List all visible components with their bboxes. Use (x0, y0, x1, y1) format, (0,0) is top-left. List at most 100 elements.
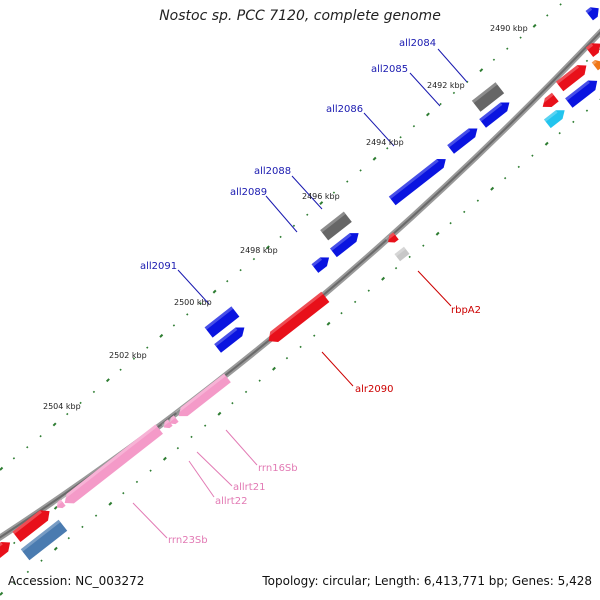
track-dot (13, 541, 16, 545)
track-dot (67, 536, 70, 540)
leader-all2086 (363, 112, 395, 147)
track-dot (52, 422, 57, 427)
gene-all2091[interactable] (204, 306, 240, 338)
track-dot (359, 169, 362, 172)
gene-cyan-edge[interactable] (543, 106, 568, 129)
gene-label-rrn16Sb[interactable]: rrn16Sb (258, 463, 298, 474)
leader-allrt21 (196, 451, 233, 487)
track-dot (585, 59, 589, 63)
gene-rrn16Sb[interactable] (175, 373, 231, 421)
track-dot (172, 324, 176, 327)
label-leaders (132, 48, 468, 539)
track-dot (81, 525, 84, 529)
leader-all2085 (409, 72, 441, 107)
track-dot (199, 302, 202, 305)
gene-allrt21[interactable] (167, 415, 179, 426)
gene-red-lower[interactable] (12, 506, 53, 543)
track-dot (26, 570, 30, 574)
track-dot (108, 501, 113, 506)
track-dot (226, 280, 229, 283)
gene-all2088[interactable] (320, 211, 352, 241)
gene-rrn23Sb[interactable] (61, 424, 163, 507)
gene-orange-edge[interactable] (591, 58, 600, 71)
track-dot (217, 411, 222, 416)
track-dot (0, 591, 4, 596)
gene-label-all2085[interactable]: all2085 (371, 64, 408, 75)
track-dot (239, 268, 242, 272)
track-dot (203, 424, 207, 427)
track-dot (231, 401, 234, 405)
gene-label-all2086[interactable]: all2086 (326, 104, 363, 115)
gene-steel-blue[interactable] (20, 519, 68, 561)
track-dot (490, 186, 495, 191)
tick-label: 2504 kbp (43, 402, 81, 411)
track-dot (252, 257, 256, 261)
gene-label-allrt21[interactable]: allrt21 (233, 482, 265, 493)
track-dot (313, 334, 316, 337)
gene-red-edge-c[interactable] (585, 39, 600, 58)
gene-label-rrn23Sb[interactable]: rrn23Sb (168, 535, 208, 546)
track-dot (394, 266, 398, 270)
track-dot (319, 201, 324, 205)
gene-label-rbpA2[interactable]: rbpA2 (451, 305, 481, 316)
track-dot (13, 581, 16, 585)
track-dot (544, 141, 549, 146)
track-dot (559, 3, 562, 6)
gene-label-all2088[interactable]: all2088 (254, 166, 291, 177)
tick-label: 2492 kbp (427, 81, 465, 90)
track-dot (532, 23, 537, 28)
gene-pink-small[interactable] (54, 499, 66, 510)
accession-text: Accession: NC_003272 (8, 574, 145, 588)
gene-red-corner[interactable] (0, 538, 14, 559)
gene-all2084[interactable] (471, 82, 505, 112)
gene-all2086[interactable] (447, 124, 481, 154)
track-dot (452, 91, 456, 95)
gene-allrt22[interactable] (161, 419, 173, 430)
track-dot (412, 125, 416, 128)
track-dot (399, 136, 402, 139)
track-dot (306, 213, 309, 216)
track-dot (435, 231, 440, 236)
leader-all2084 (437, 48, 468, 83)
track-dot (176, 446, 180, 450)
track-dot (40, 559, 43, 562)
gene-all2085[interactable] (479, 98, 513, 128)
gene-red-edge-a[interactable] (539, 92, 559, 112)
track-dot (558, 131, 561, 135)
gene-red-edge-b[interactable] (555, 61, 590, 92)
gene-all2089[interactable] (330, 229, 362, 258)
tick-label: 2490 kbp (490, 24, 528, 33)
gene-blue-2087[interactable] (388, 155, 449, 206)
track-dot (105, 378, 110, 383)
gene-label-all2089[interactable]: all2089 (230, 187, 267, 198)
track-dot (149, 469, 152, 472)
track-dot (12, 457, 16, 460)
tick-label: 2502 kbp (109, 351, 147, 360)
track-dot (572, 120, 575, 124)
gene-alr2090[interactable] (264, 291, 330, 347)
gene-blue-top[interactable] (585, 4, 600, 21)
track-dot (466, 80, 469, 84)
gene-label-all2084[interactable]: all2084 (399, 38, 436, 49)
gene-label-allrt22[interactable]: allrt22 (215, 496, 247, 507)
gene-label-all2091[interactable]: all2091 (140, 261, 177, 272)
track-dot (66, 412, 69, 416)
track-dot (425, 112, 430, 117)
track-dot (381, 276, 386, 281)
track-dot (190, 435, 193, 439)
track-dot (519, 36, 522, 39)
gene-blue-small[interactable] (311, 253, 333, 273)
track-dot (292, 224, 296, 227)
gene-blue-edge[interactable] (565, 76, 600, 108)
gene-light-gray[interactable] (394, 246, 410, 262)
leader-all2091 (177, 269, 210, 305)
track-dot (346, 180, 349, 183)
gene-blue-2091b[interactable] (214, 323, 248, 353)
gene-rbpA2[interactable] (385, 232, 399, 245)
track-dot (326, 321, 331, 326)
gene-label-alr2090[interactable]: alr2090 (355, 384, 393, 395)
track-dot (119, 368, 122, 371)
track-dot (244, 390, 248, 394)
track-dot (408, 255, 411, 259)
